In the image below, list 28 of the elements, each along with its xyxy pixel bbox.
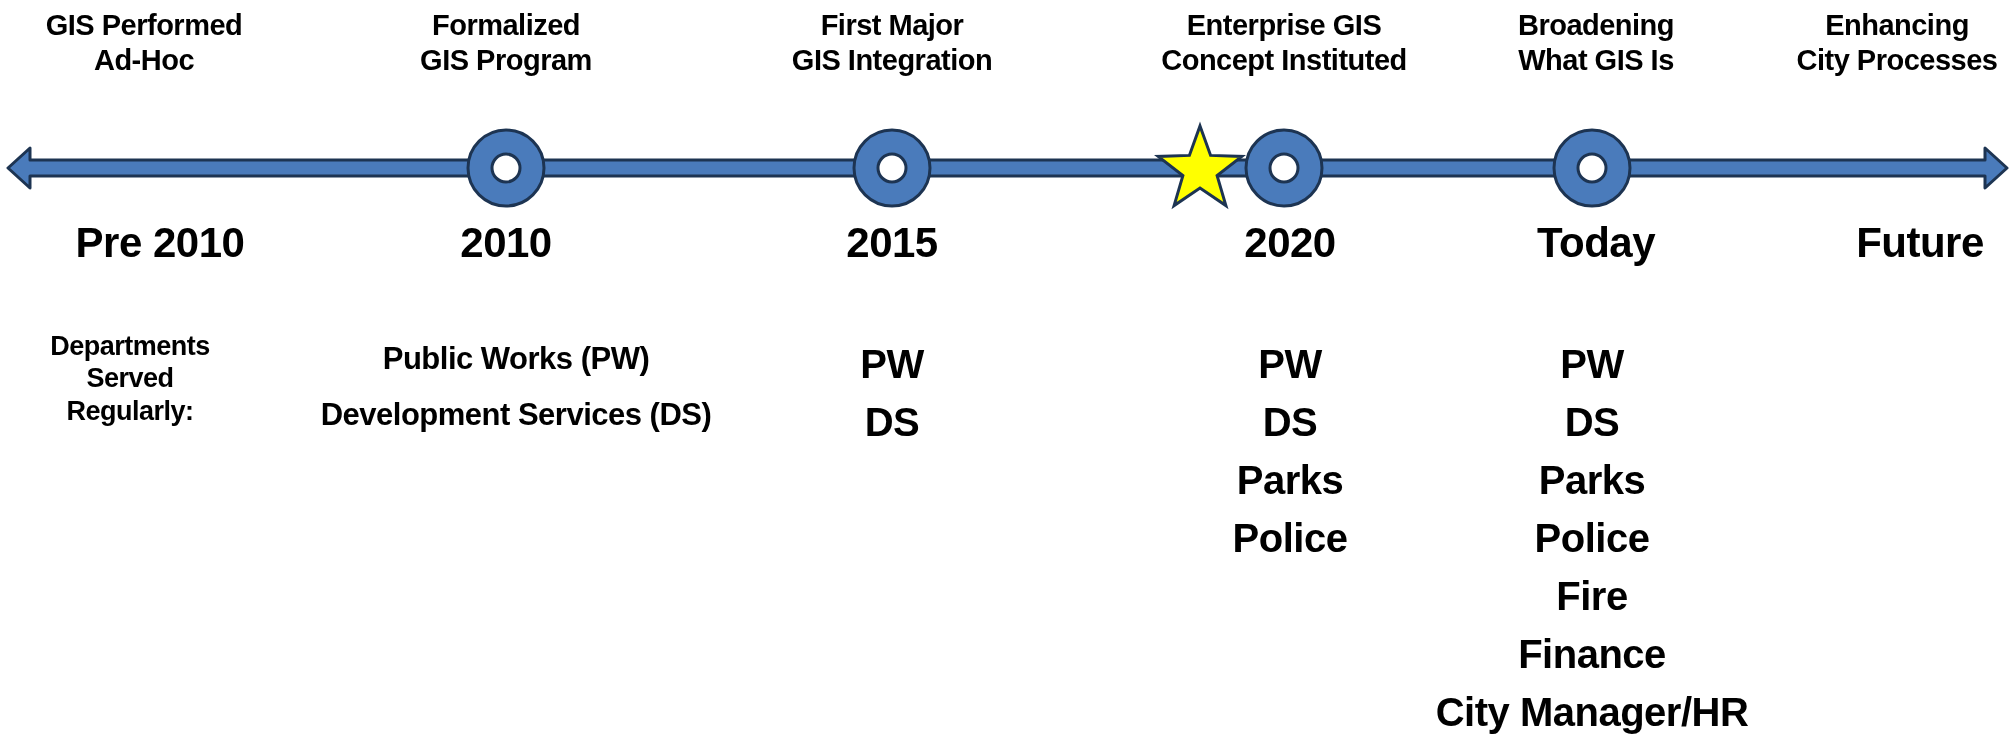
milestone-title: Broadening What GIS Is [1516, 8, 1676, 78]
department-name: DS [1563, 399, 1621, 446]
department-name: Public Works (PW) [381, 340, 651, 378]
department-name: Finance [1517, 631, 1667, 678]
department-name: Fire [1555, 573, 1629, 620]
year-label: 2010 [459, 218, 553, 268]
year-label: Pre 2010 [74, 218, 246, 268]
year-label: 2020 [1243, 218, 1337, 268]
department-name: PW [1257, 341, 1323, 388]
department-name: DS [863, 399, 921, 446]
department-name: City Manager/HR [1434, 689, 1750, 736]
row-heading: Departments Served Regularly: [49, 330, 211, 428]
year-label: 2015 [845, 218, 939, 268]
department-name: Parks [1537, 457, 1647, 504]
milestone-title: Formalized GIS Program [419, 8, 593, 78]
year-label: Today [1535, 218, 1657, 268]
milestone-title: GIS Performed Ad-Hoc [44, 8, 244, 78]
department-name: PW [1559, 341, 1625, 388]
milestone-title: Enterprise GIS Concept Instituted [1160, 8, 1408, 78]
department-name: Police [1231, 515, 1349, 562]
department-name: Parks [1235, 457, 1345, 504]
department-name: PW [859, 341, 925, 388]
milestone-title: Enhancing City Processes [1795, 8, 1999, 78]
department-name: DS [1261, 399, 1319, 446]
year-label: Future [1855, 218, 1985, 268]
department-name: Police [1533, 515, 1651, 562]
department-name: Development Services (DS) [319, 396, 713, 434]
milestone-title: First Major GIS Integration [790, 8, 994, 78]
